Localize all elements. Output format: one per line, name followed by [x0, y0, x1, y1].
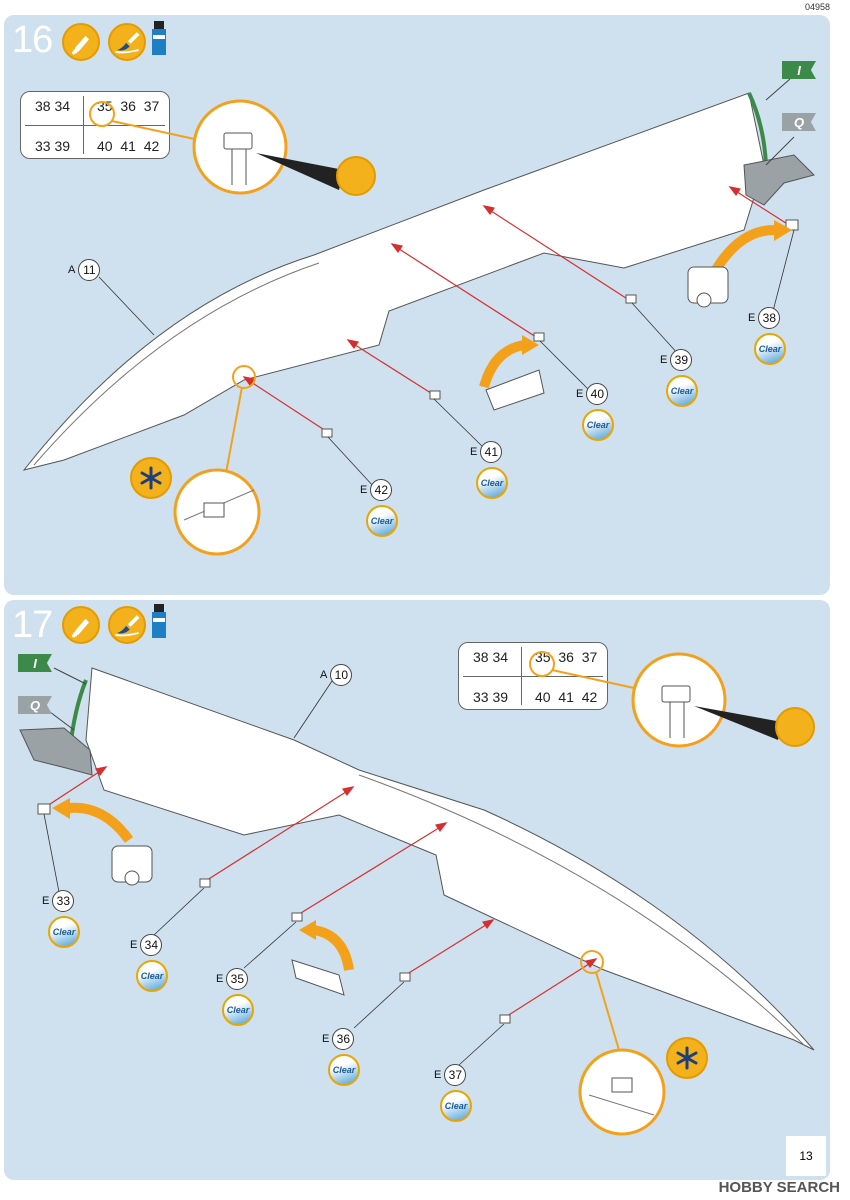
grid-label: 33	[473, 689, 489, 705]
clear-paint-jar-icon	[152, 21, 166, 55]
step-16-drawing	[22, 78, 815, 556]
grid-label: 40	[535, 689, 551, 705]
glue-icon	[62, 23, 100, 61]
paintbrush-icon	[108, 606, 146, 644]
grid-label: 41	[558, 689, 574, 705]
clear-paint-badge: Clear	[328, 1054, 360, 1086]
grid-label: 42	[581, 689, 598, 705]
paintbrush-icon	[775, 707, 815, 747]
paintbrush-icon	[336, 156, 376, 196]
clear-paint-badge: Clear	[476, 467, 508, 499]
glue-icon	[62, 606, 100, 644]
step-17-panel: 17 38 34 35 36 37 33 39 40 41 42	[4, 600, 830, 1180]
step-16-panel: 16 38 34 35 36 37 33 39 40 41 42	[4, 15, 830, 595]
grid-label: 33	[35, 138, 51, 154]
grid-label: 37	[143, 98, 160, 114]
clear-paint-badge: Clear	[222, 994, 254, 1026]
page-number: 13	[786, 1136, 826, 1176]
grid-label: 39	[54, 138, 71, 154]
grid-label: 34	[492, 649, 509, 665]
clear-paint-badge: Clear	[440, 1090, 472, 1122]
grid-label: 39	[492, 689, 509, 705]
flag-grey: Q	[782, 113, 816, 131]
watermark-brand: HOBBY	[718, 1179, 773, 1196]
step-number: 16	[12, 19, 53, 61]
flag-grey: Q	[18, 696, 52, 714]
grid-label: 34	[54, 98, 71, 114]
watermark: HOBBY SEARCH	[719, 1179, 840, 1196]
watermark-word: SEARCH	[776, 1179, 840, 1196]
grid-label: 38	[473, 649, 489, 665]
grid-label: 40	[97, 138, 113, 154]
clear-paint-badge: Clear	[666, 375, 698, 407]
part-grid: 38 34 35 36 37 33 39 40 41 42	[20, 91, 170, 159]
clear-paint-badge: Clear	[582, 409, 614, 441]
paintbrush-icon	[108, 23, 146, 61]
clear-paint-badge: Clear	[754, 333, 786, 365]
step-17-drawing	[19, 651, 815, 1136]
grid-label: 36	[120, 98, 136, 114]
flag-green: I	[782, 61, 816, 79]
grid-label: 41	[120, 138, 136, 154]
step-number: 17	[12, 604, 53, 646]
clear-paint-jar-icon	[152, 604, 166, 638]
doc-code: 04958	[804, 2, 830, 12]
clear-paint-badge: Clear	[48, 916, 80, 948]
grid-label: 37	[581, 649, 598, 665]
clear-paint-badge: Clear	[366, 505, 398, 537]
grid-label: 36	[558, 649, 574, 665]
grid-label: 42	[143, 138, 160, 154]
grid-label: 38	[35, 98, 51, 114]
clear-paint-badge: Clear	[136, 960, 168, 992]
flag-green: I	[18, 654, 52, 672]
